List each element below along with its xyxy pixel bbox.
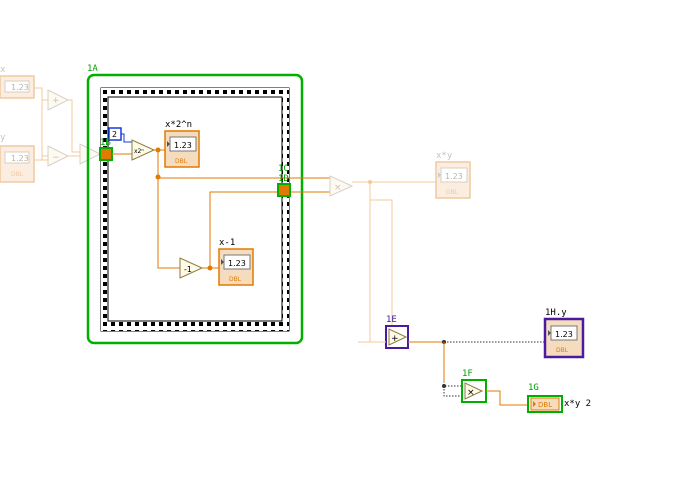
for-loop-frame[interactable] [100, 87, 290, 332]
frame-highlight [86, 73, 304, 345]
x2n-indicator[interactable]: 1.23 DBL [164, 130, 200, 168]
faded-x-terminal[interactable]: 1.23 [0, 75, 35, 99]
svg-text:1.23: 1.23 [555, 330, 573, 339]
svg-text:DBL: DBL [538, 401, 552, 409]
output-tunnel[interactable] [277, 183, 291, 197]
svg-text:DBL: DBL [446, 189, 459, 196]
coercion-junction-2 [442, 384, 446, 388]
svg-text:+: + [52, 96, 60, 106]
faded-x-label: x [0, 65, 6, 75]
multiply-node[interactable]: × [461, 379, 487, 403]
svg-text:DBL: DBL [175, 158, 188, 165]
faded-multiply-node[interactable]: × [329, 175, 354, 197]
svg-text:×: × [334, 183, 342, 193]
svg-text:1.23: 1.23 [445, 172, 463, 181]
x2n-indicator-label: x*2^n [165, 120, 192, 130]
svg-text:DBL: DBL [556, 347, 569, 354]
frame-label: 1A [87, 64, 98, 74]
faded-left-group: x 1.23 y 1.23 DBL + − [0, 65, 106, 183]
svg-text:×: × [467, 388, 475, 398]
svg-text:1.23: 1.23 [228, 259, 246, 268]
x-minus-1-indicator[interactable]: 1.23 DBL [218, 248, 254, 286]
svg-text:1.23: 1.23 [174, 141, 192, 150]
faded-subtract-node[interactable]: − [47, 145, 70, 167]
h-indicator-label: 1H.y [545, 308, 567, 318]
svg-text:2: 2 [112, 130, 117, 139]
add-node-label: 1E [386, 315, 397, 325]
xy-indicator[interactable]: 1.23 DBL [435, 161, 471, 199]
faded-x-numeric: 1.23 [11, 83, 29, 92]
x-minus-1-label: x-1 [219, 238, 235, 248]
svg-text:−: − [52, 153, 60, 163]
faded-y-terminal[interactable]: 1.23 DBL [0, 145, 35, 183]
output-tunnel-d-label: 1D [278, 174, 289, 184]
add-node[interactable]: + [385, 325, 409, 349]
h-indicator[interactable]: 1.23 DBL [543, 317, 585, 359]
faded-y-numeric: 1.23 [11, 154, 29, 163]
faded-junction [368, 180, 372, 184]
scale-by-power-node[interactable]: x2ⁿ [131, 139, 156, 161]
faded-y-type: DBL [11, 171, 24, 178]
svg-text:x2ⁿ: x2ⁿ [134, 148, 144, 155]
svg-text:-1: -1 [184, 265, 192, 274]
svg-text:DBL: DBL [229, 276, 242, 283]
faded-y-label: y [0, 133, 6, 143]
input-tunnel[interactable] [99, 147, 113, 161]
decrement-node[interactable]: -1 [179, 257, 204, 279]
input-tunnel-label: 1B [100, 138, 111, 148]
output-dbl-indicator[interactable]: DBL [527, 395, 563, 413]
output-tunnel-c-label: 1C [278, 164, 289, 174]
faded-add-node[interactable]: + [47, 89, 70, 111]
faded-combine-node[interactable] [79, 143, 102, 165]
svg-text:+: + [391, 334, 399, 344]
output-node-label: 1G [528, 383, 539, 393]
xy-indicator-label: x*y [436, 151, 453, 161]
output-name-label: x*y 2 [564, 399, 591, 409]
multiply-node-label: 1F [462, 369, 473, 379]
